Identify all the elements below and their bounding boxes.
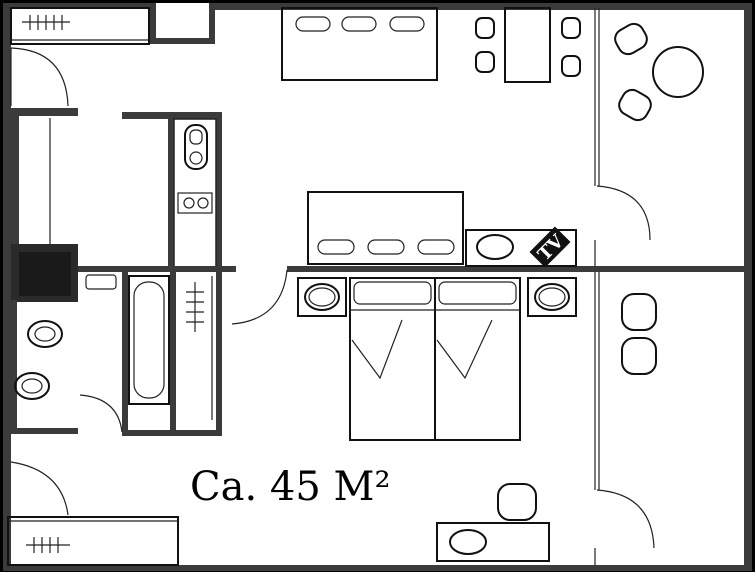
desk [436,483,550,562]
chair-icon [475,17,581,77]
entry-bottom [7,461,179,566]
partition-wall [287,266,745,272]
chair-icon [497,483,537,521]
double-bed-icon [297,277,577,441]
bathroom [11,266,236,436]
toilet-icon [14,274,117,400]
round-table-icon [652,46,704,98]
balcony-right [594,272,657,565]
dining-set [475,7,581,83]
sink-icon [184,124,208,170]
door-swing-icon [10,47,69,107]
radiator-icon [26,537,70,553]
door-swing-icon [231,269,288,325]
radiator-icon [22,15,70,30]
sofa [281,7,438,81]
chair-icon [614,22,652,122]
bench [307,191,464,265]
chair-icon [621,293,657,375]
bath-door-swing [79,394,123,433]
balcony-top [594,8,704,266]
area-label: Ca. 45 M² [190,464,391,510]
outer-walls [3,3,752,571]
bathtub-icon [128,275,170,405]
closet-top [10,7,150,45]
stove-icon [177,192,213,214]
shower-rail-icon [186,276,213,420]
nightstand-lamp-icon [297,277,347,317]
